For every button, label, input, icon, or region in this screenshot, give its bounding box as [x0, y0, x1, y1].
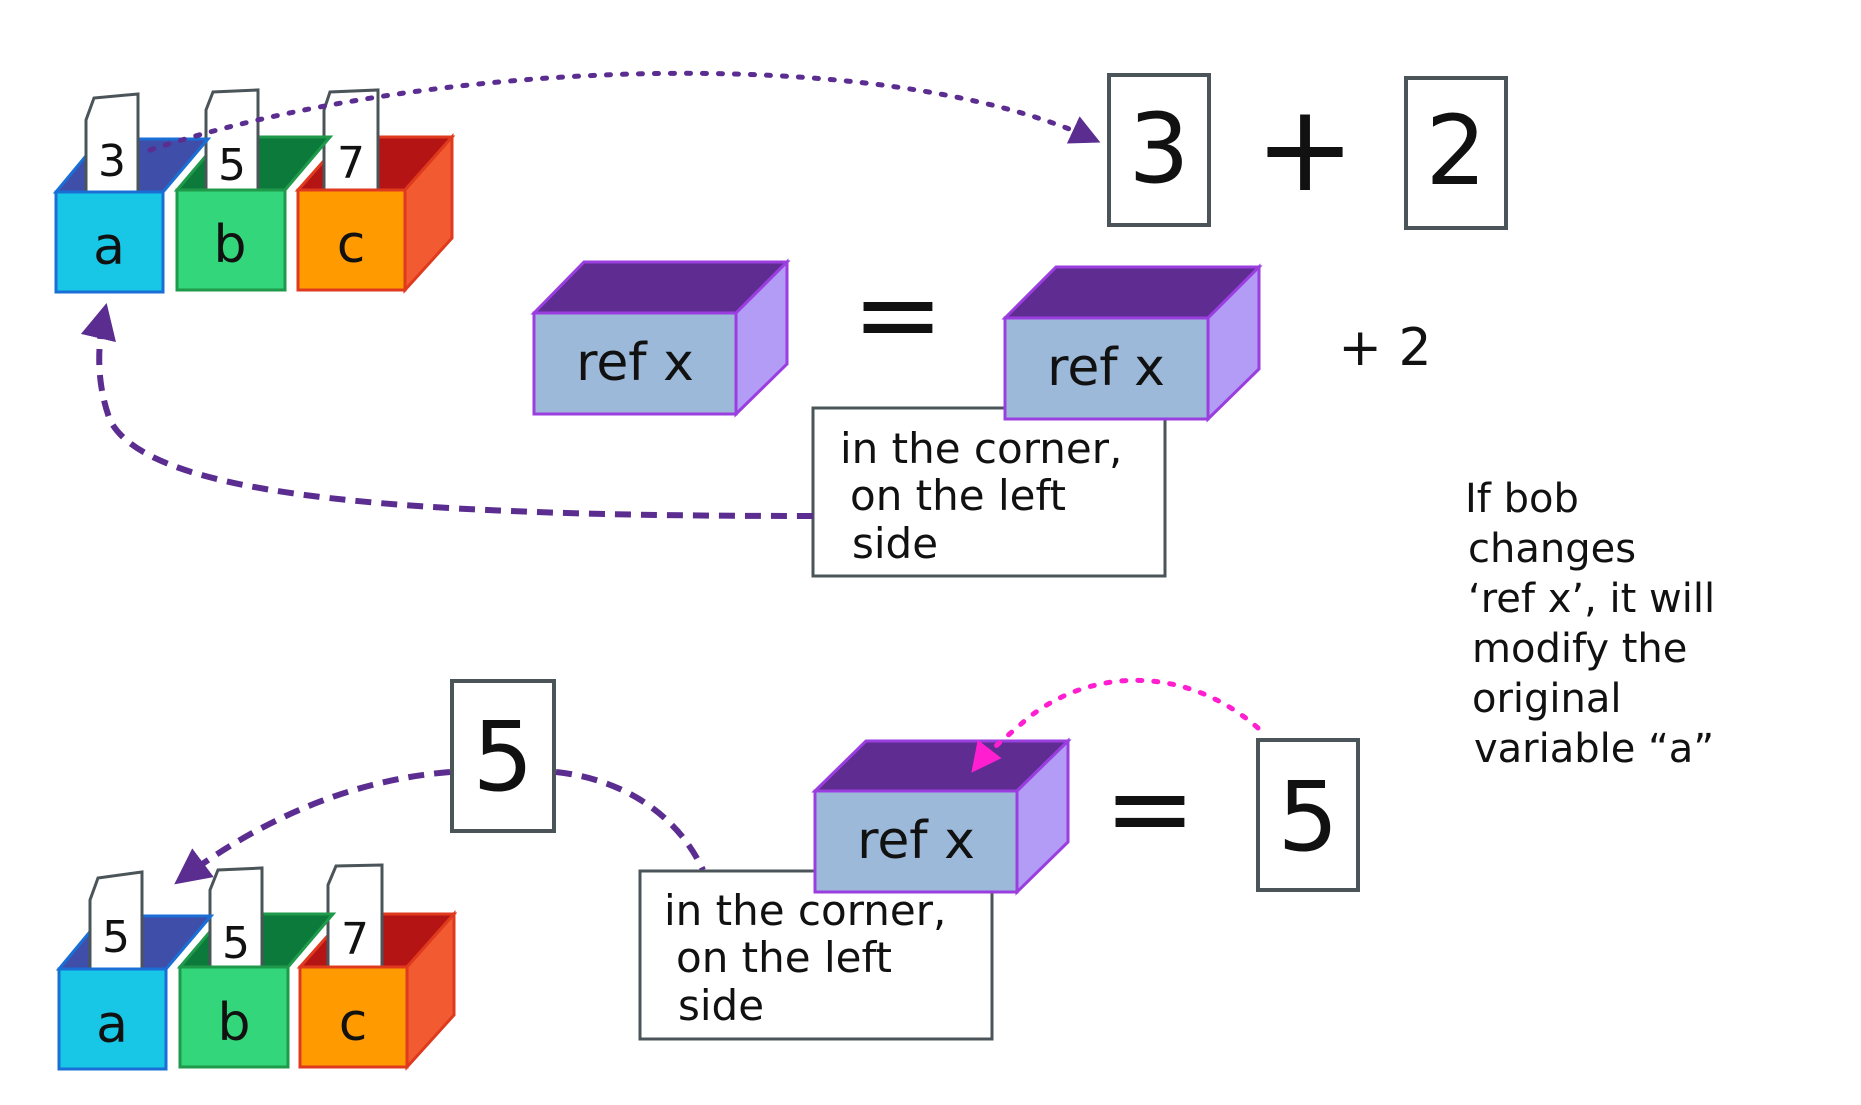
top-right-ref-box: ref x [1001, 263, 1263, 423]
bottom-value-text: 5 [1277, 761, 1338, 873]
side-note-line-3: ‘ref x’, it will [1468, 576, 1715, 622]
top-box-a-label: a [93, 217, 125, 277]
side-note-line-2: changes [1468, 526, 1636, 572]
top-note-to-box-a-arrow [80, 302, 814, 519]
bottom-location-note: in the corner, on the left side [638, 869, 994, 1041]
top-location-note: in the corner, on the left side [811, 406, 1167, 578]
top-left-ref-label: ref x [576, 333, 694, 393]
top-box-b: 5 b [173, 88, 334, 292]
top-left-ref-box: ref x [530, 258, 791, 418]
bottom-note-line-3: side [678, 981, 764, 1030]
bottom-value-box: 5 [1256, 738, 1360, 892]
side-note: If bob changes ‘ref x’, it will modify t… [1465, 476, 1715, 772]
bottom-box-a-value: 5 [102, 912, 130, 963]
top-box-c-value: 7 [337, 138, 365, 189]
bottom-box-c-label: c [339, 993, 368, 1053]
bottom-box-a: 5 a [55, 870, 215, 1071]
bottom-note-line-2: on the left [676, 933, 892, 982]
value-to-bottom-note-link [555, 769, 706, 872]
bottom-box-a-label: a [96, 995, 128, 1055]
bottom-box-b: 5 b [176, 866, 337, 1069]
top-box-b-label: b [213, 215, 246, 275]
side-note-line-6: variable “a” [1474, 726, 1714, 772]
top-box-a: 3 a [52, 92, 212, 294]
bottom-variable-boxes: 7 c 5 b 5 a [55, 863, 458, 1071]
side-note-line-1: If bob [1465, 476, 1579, 522]
expression: 3 + 2 [1107, 73, 1508, 230]
bottom-equals-sign: = [1104, 744, 1196, 872]
bottom-box-b-label: b [217, 993, 250, 1053]
top-right-ref-label: ref x [1047, 338, 1165, 398]
top-box-c-label: c [337, 215, 366, 275]
top-note-line-3: side [852, 519, 938, 568]
bottom-box-c-value: 7 [341, 914, 369, 965]
side-note-line-4: modify the [1472, 626, 1687, 672]
floating-value-text: 5 [472, 701, 533, 813]
expression-left-operand: 3 [1128, 93, 1189, 205]
value-to-bottom-box-a-arrow [174, 769, 451, 885]
top-equals-sign: = [852, 250, 944, 378]
value-to-ref-arrow [971, 677, 1261, 773]
expression-operator: + [1255, 80, 1356, 219]
floating-value: 5 [450, 679, 556, 833]
top-box-b-value: 5 [218, 140, 246, 191]
bottom-box-b-value: 5 [222, 918, 250, 969]
bottom-ref-box: ref x [811, 737, 1072, 896]
top-box-c: 7 c [294, 88, 456, 294]
side-note-line-5: original [1472, 676, 1622, 722]
value-to-expression-arrow [147, 70, 1101, 153]
expression-right-operand: 2 [1425, 95, 1486, 207]
top-note-line-2: on the left [850, 471, 1066, 520]
bottom-note-line-1: in the corner, [664, 886, 946, 935]
top-assignment-suffix: + 2 [1338, 318, 1431, 378]
bottom-ref-label: ref x [857, 811, 975, 871]
top-variable-boxes: 7 c 5 b 3 a [52, 88, 456, 294]
top-box-a-value: 3 [98, 136, 126, 187]
top-note-line-1: in the corner, [840, 424, 1122, 473]
bottom-box-c: 7 c [296, 863, 458, 1071]
